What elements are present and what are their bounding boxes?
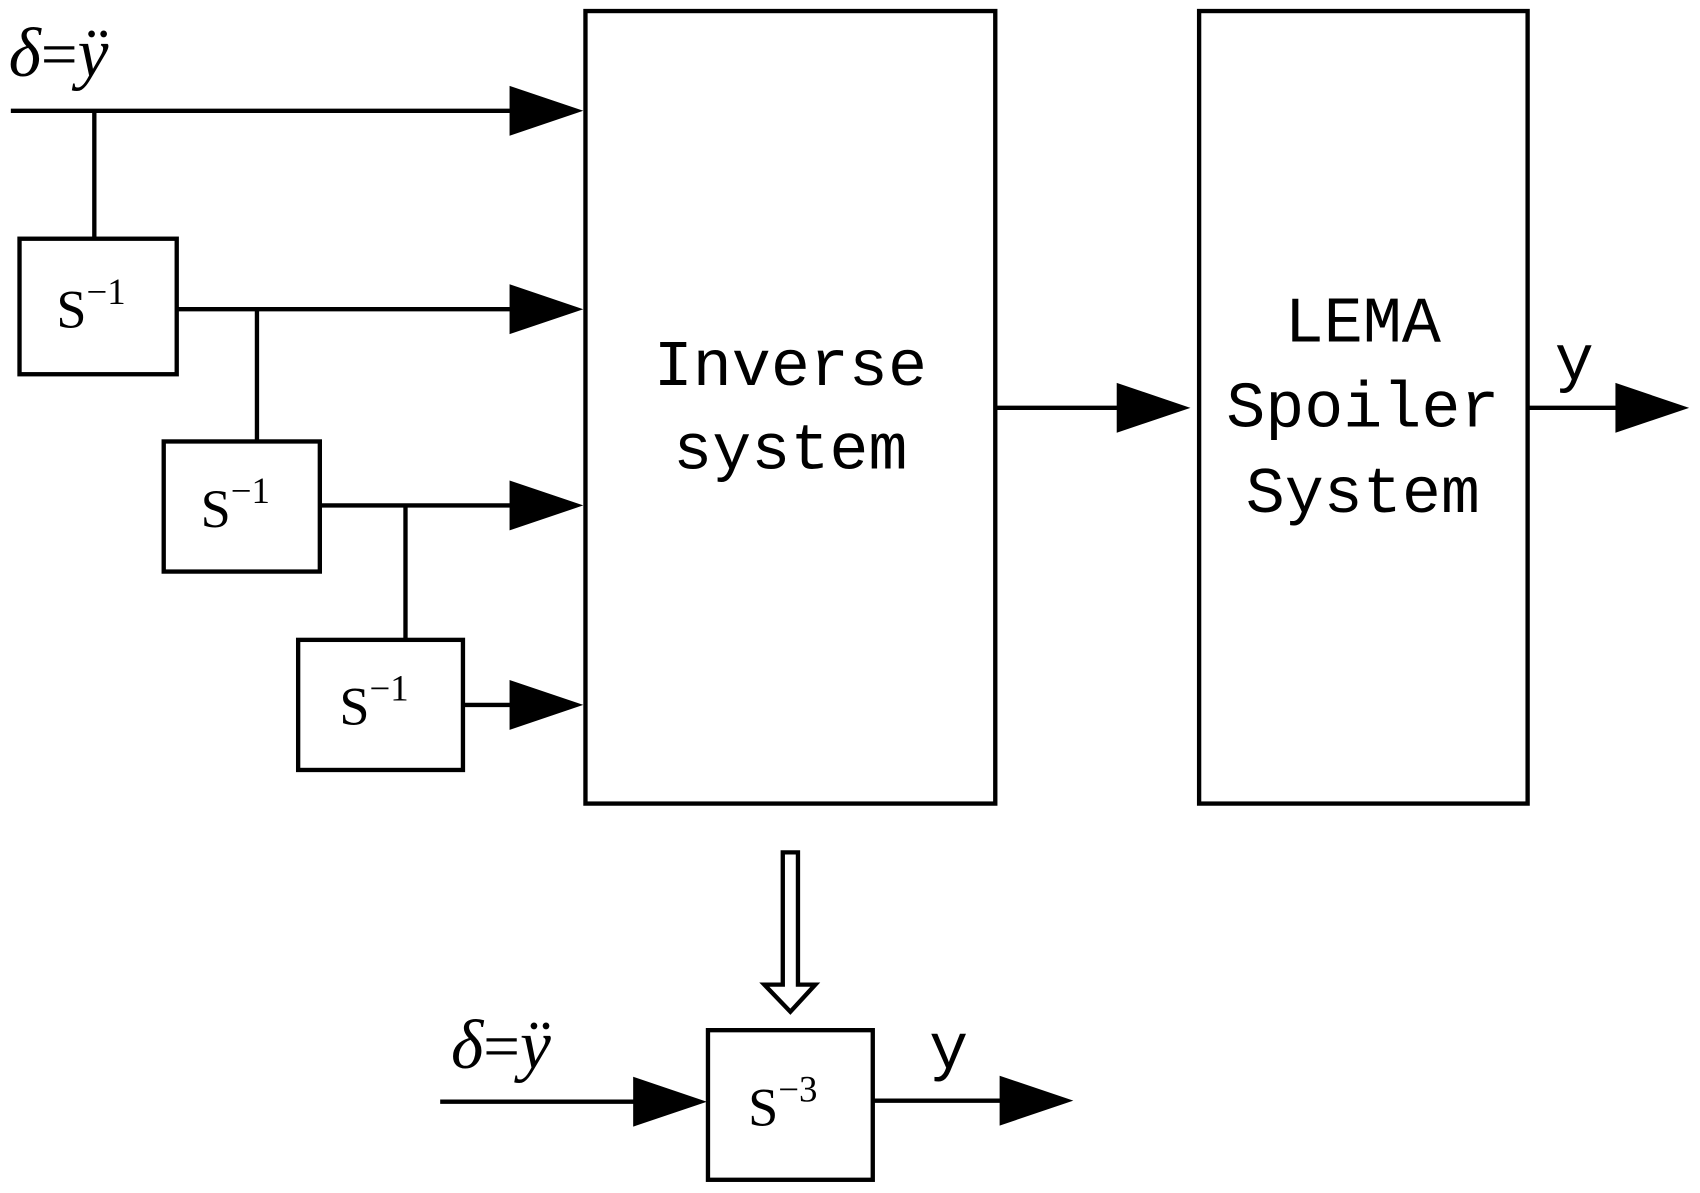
- plant-label-2: Spoiler: [1226, 372, 1499, 446]
- arrow-head: [1116, 382, 1191, 433]
- arrow-head: [509, 85, 584, 136]
- lema-spoiler-system-block: [1196, 8, 1530, 806]
- triple-integrator-block: [705, 1028, 875, 1182]
- integrator-block-1: [17, 236, 179, 377]
- integrator-label-2: S−1: [201, 470, 270, 539]
- arrow-head: [633, 1076, 707, 1127]
- plant-label-1: LEMA: [1285, 288, 1441, 362]
- output-label: y: [1555, 326, 1594, 400]
- plant-label-3: System: [1246, 458, 1480, 532]
- arrow-head: [999, 1075, 1074, 1126]
- inverse-system-label-2: system: [673, 415, 907, 489]
- result-input-label: δ=ÿ: [451, 1007, 551, 1084]
- integrator-block-2: [161, 439, 323, 574]
- integrator-label-3: S−1: [339, 668, 408, 737]
- integrator-label-1: S−1: [56, 271, 125, 340]
- inverse-system-label-1: Inverse: [654, 331, 927, 405]
- arrow-head: [509, 284, 584, 335]
- triple-integrator-label: S−3: [748, 1069, 817, 1138]
- input-label: δ=ÿ: [9, 15, 109, 92]
- arrow-head: [1615, 382, 1690, 433]
- result-output-label: y: [929, 1014, 968, 1088]
- arrow-head: [509, 679, 584, 730]
- inverse-system-block: [583, 8, 998, 806]
- equivalence-arrow-icon: [759, 850, 821, 1015]
- arrow-head: [509, 480, 584, 531]
